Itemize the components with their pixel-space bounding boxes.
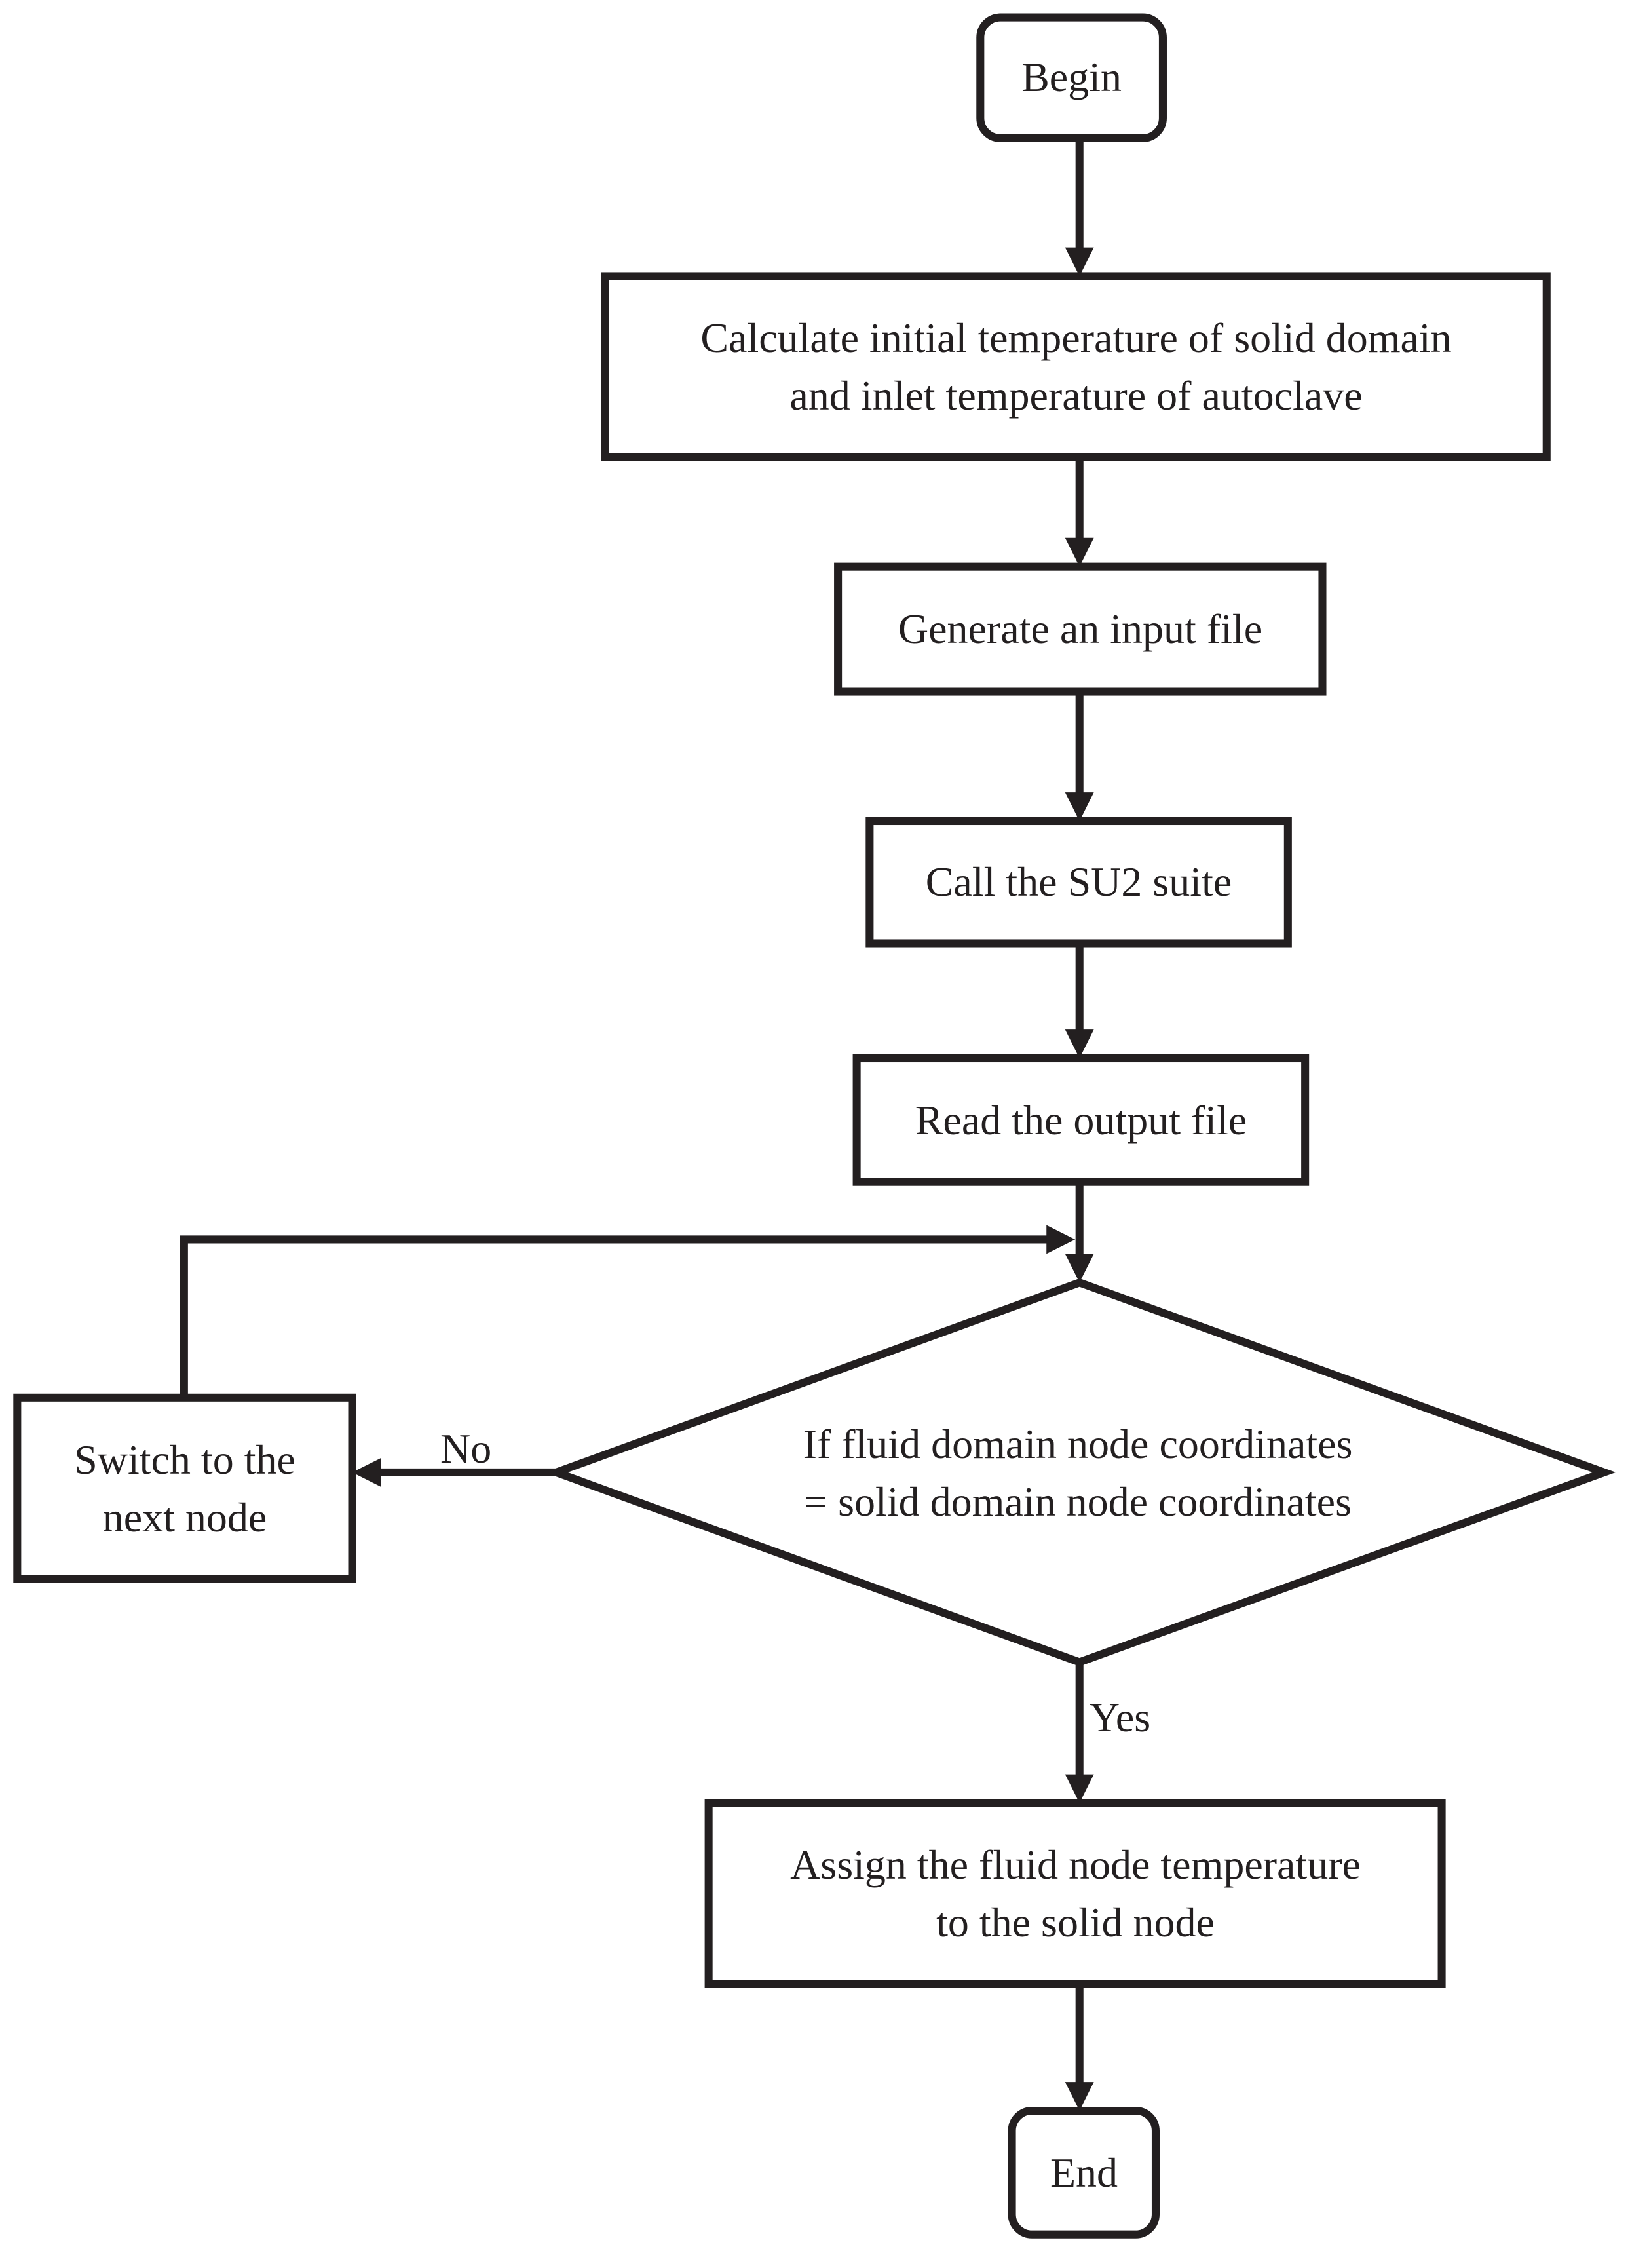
assign-node-shape [704,1799,1446,1988]
call-node-label: Call the SU2 suite [925,858,1232,905]
arrowhead-decision-to-assign [1065,1774,1094,1803]
gen-node-shape [834,562,1327,696]
arrowhead-read-to-decision [1065,1254,1094,1283]
end-node-shape [1008,2106,1160,2239]
edge-label-yes: Yes [1090,1694,1151,1740]
decision-node-label: If fluid domain node coordinates = solid… [803,1421,1353,1525]
begin-node-label: Begin [1021,54,1122,100]
arrowhead-call-to-read [1065,1029,1094,1059]
calc-node-shape [601,272,1551,461]
arrowhead-gen-to-call [1065,792,1094,821]
assign-node-label: Assign the fluid node temperature to the… [790,1841,1361,1946]
calc-node-label: Calculate initial temperature of solid d… [700,314,1452,419]
call-node-shape [865,817,1292,948]
arrowhead-calc-to-gen [1065,537,1094,567]
read-node-label: Read the output file [915,1096,1247,1144]
switch-node-label: Switch to the next node [74,1436,295,1541]
begin-node-shape [976,13,1167,142]
arrowhead-decision-to-switch [352,1457,381,1487]
arrowhead-assign-to-end [1065,2082,1094,2111]
gen-node-label: Generate an input file [898,605,1263,652]
edge-label-no: No [440,1425,492,1472]
arrowhead-switch-loop-back [1046,1225,1076,1254]
end-node-label: End [1050,2149,1118,2196]
edge-switch-loop-back [180,1235,1055,1398]
arrowhead-begin-to-calc [1065,247,1094,277]
